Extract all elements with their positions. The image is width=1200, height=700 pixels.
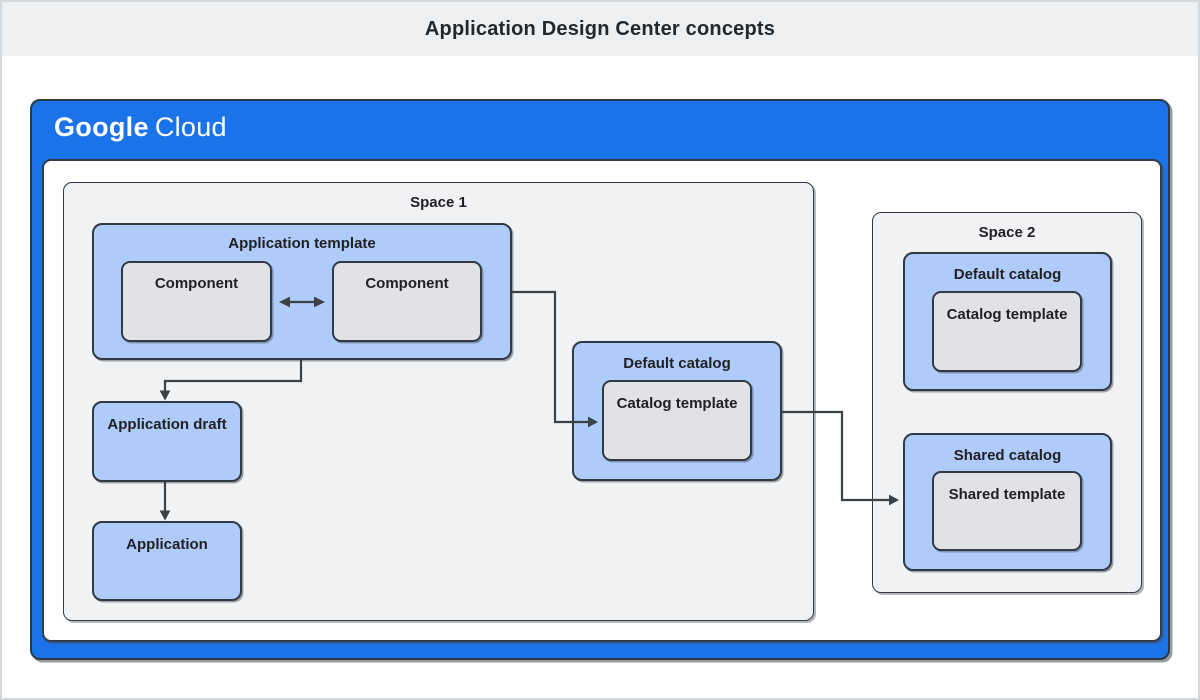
space2-catalog-template-label: Catalog template <box>946 306 1068 323</box>
application-template-label: Application template <box>228 235 376 252</box>
shared-template-box: Shared template <box>932 471 1082 551</box>
component-left-label: Component <box>154 275 239 292</box>
shared-catalog-label: Shared catalog <box>953 447 1062 464</box>
component-right-label: Component <box>365 275 449 292</box>
space2-label: Space 2 <box>978 224 1036 241</box>
shared-template-label: Shared template <box>948 486 1066 503</box>
space1-label: Space 1 <box>410 194 467 211</box>
space1-catalog-template-box: Catalog template <box>602 380 752 461</box>
application-box: Application <box>92 521 242 601</box>
application-draft-box: Application draft <box>92 401 242 482</box>
page-title: Application Design Center concepts <box>424 17 776 40</box>
space2-catalog-template-box: Catalog template <box>932 291 1082 372</box>
space1-catalog-template-label: Catalog template <box>616 395 738 412</box>
cloud-logo-text: Cloud <box>154 112 227 142</box>
component-left-box: Component <box>121 261 272 342</box>
application-label: Application <box>126 536 208 553</box>
google-logo-text: Google <box>54 112 149 142</box>
space1-default-catalog-label: Default catalog <box>623 355 731 372</box>
application-draft-label: Application draft <box>107 416 227 433</box>
component-right-box: Component <box>332 261 482 342</box>
space2-default-catalog-label: Default catalog <box>953 266 1062 283</box>
title-bar: Application Design Center concepts <box>2 2 1198 56</box>
